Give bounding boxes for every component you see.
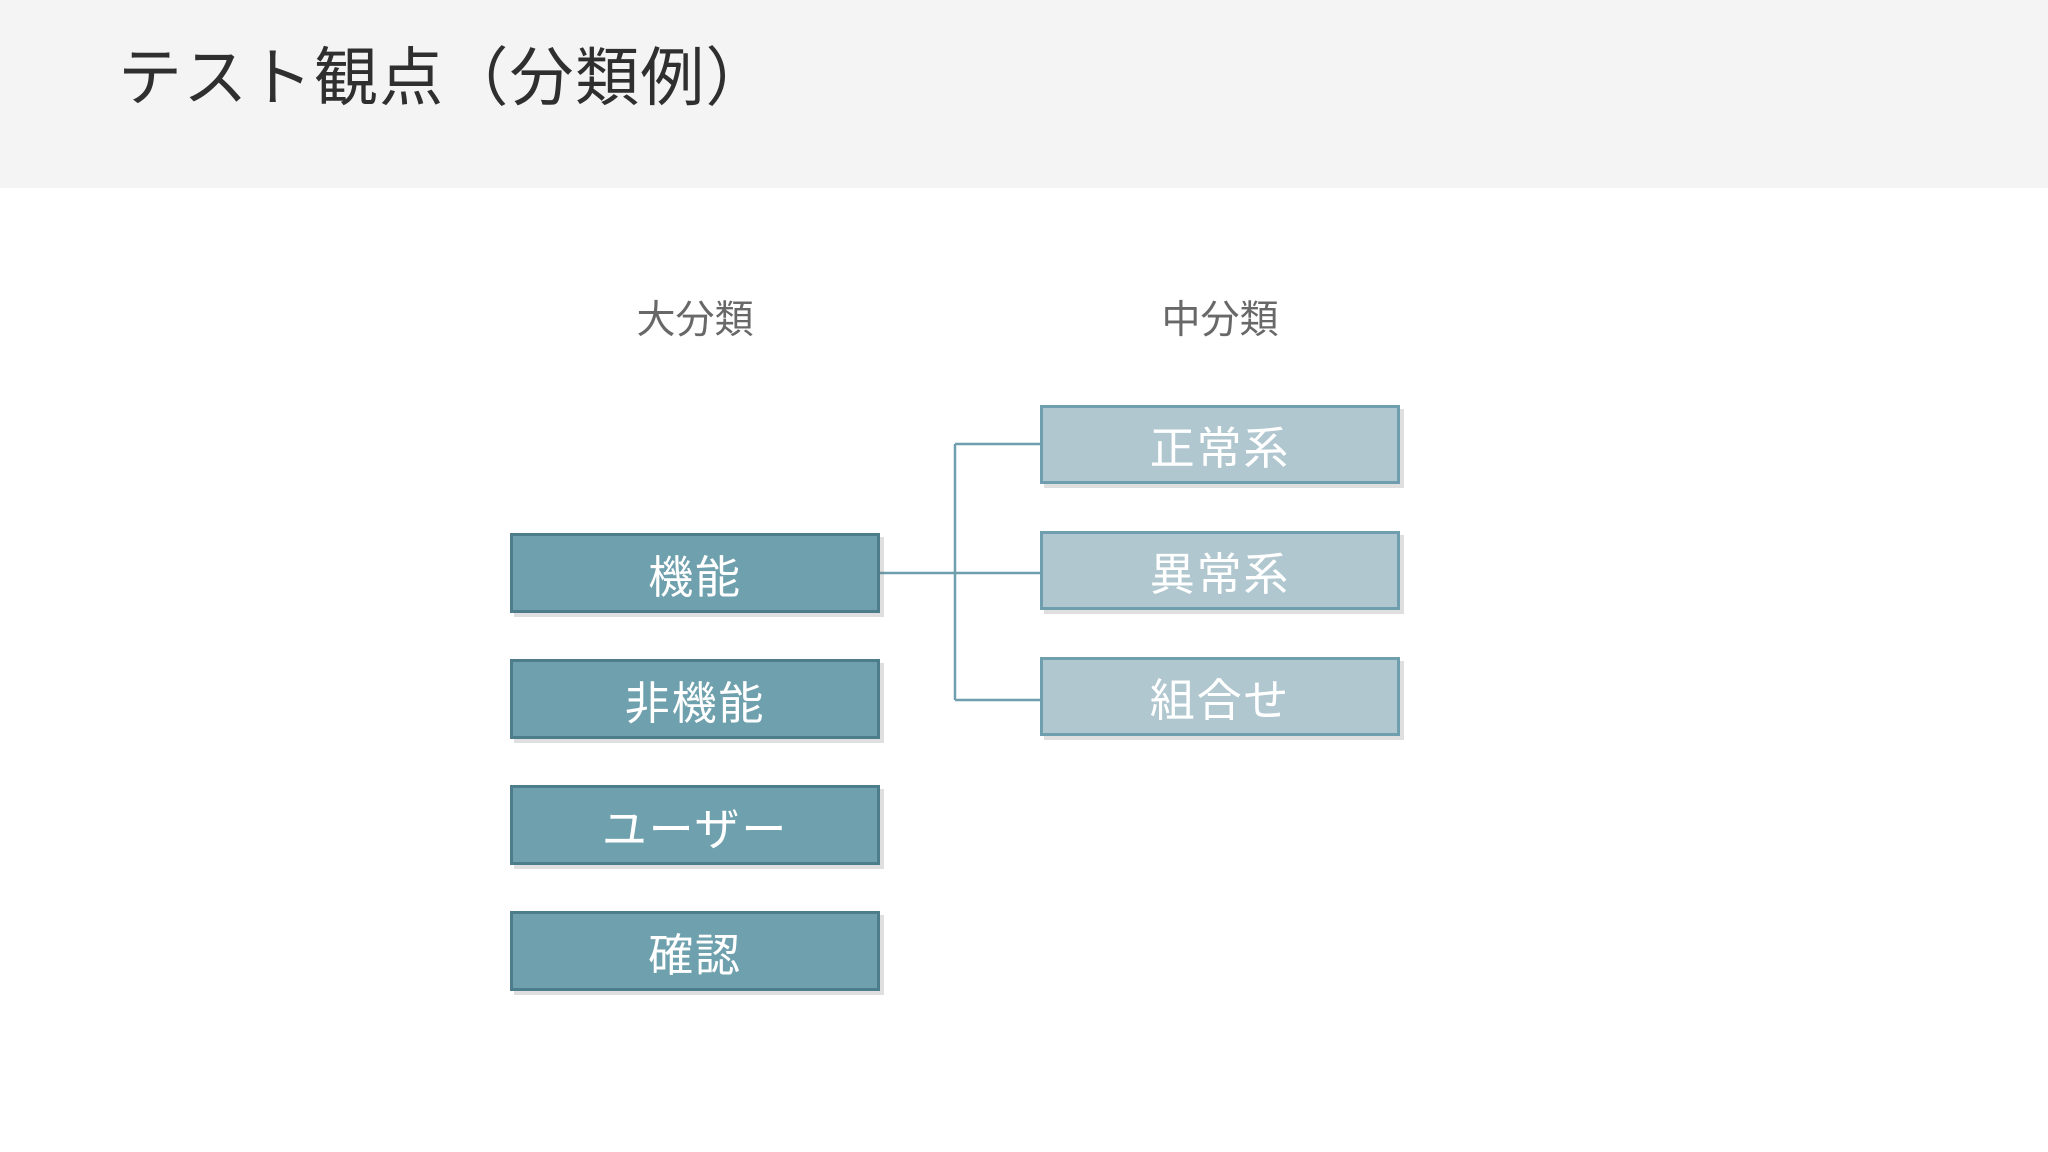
column-caption-major: 大分類 xyxy=(636,299,754,342)
node-middle-ijoukei[interactable]: 異常系 xyxy=(1040,531,1400,610)
node-label: ユーザー xyxy=(601,803,789,855)
node-middle-kumiawase[interactable]: 組合せ xyxy=(1040,657,1400,736)
connector-lines xyxy=(880,442,1040,702)
node-label: 異常系 xyxy=(1149,549,1291,600)
classification-diagram: 大分類 中分類 機能 非機能 ユーザー 確認 正常系 異常系 組合せ xyxy=(0,188,2048,1152)
page-title: テスト観点（分類例） xyxy=(118,42,771,114)
node-major-hikinou[interactable]: 非機能 xyxy=(510,659,880,739)
node-label: 正常系 xyxy=(1149,423,1291,474)
slide-header-band: テスト観点（分類例） xyxy=(0,0,2048,188)
node-major-kinou[interactable]: 機能 xyxy=(510,533,880,613)
node-label: 組合せ xyxy=(1149,675,1291,726)
column-caption-middle: 中分類 xyxy=(1161,299,1279,342)
node-major-user[interactable]: ユーザー xyxy=(510,785,880,865)
node-middle-seijoukei[interactable]: 正常系 xyxy=(1040,405,1400,484)
node-label: 非機能 xyxy=(624,677,766,729)
node-major-kakunin[interactable]: 確認 xyxy=(510,911,880,991)
node-label: 確認 xyxy=(648,929,742,981)
node-label: 機能 xyxy=(648,551,742,603)
